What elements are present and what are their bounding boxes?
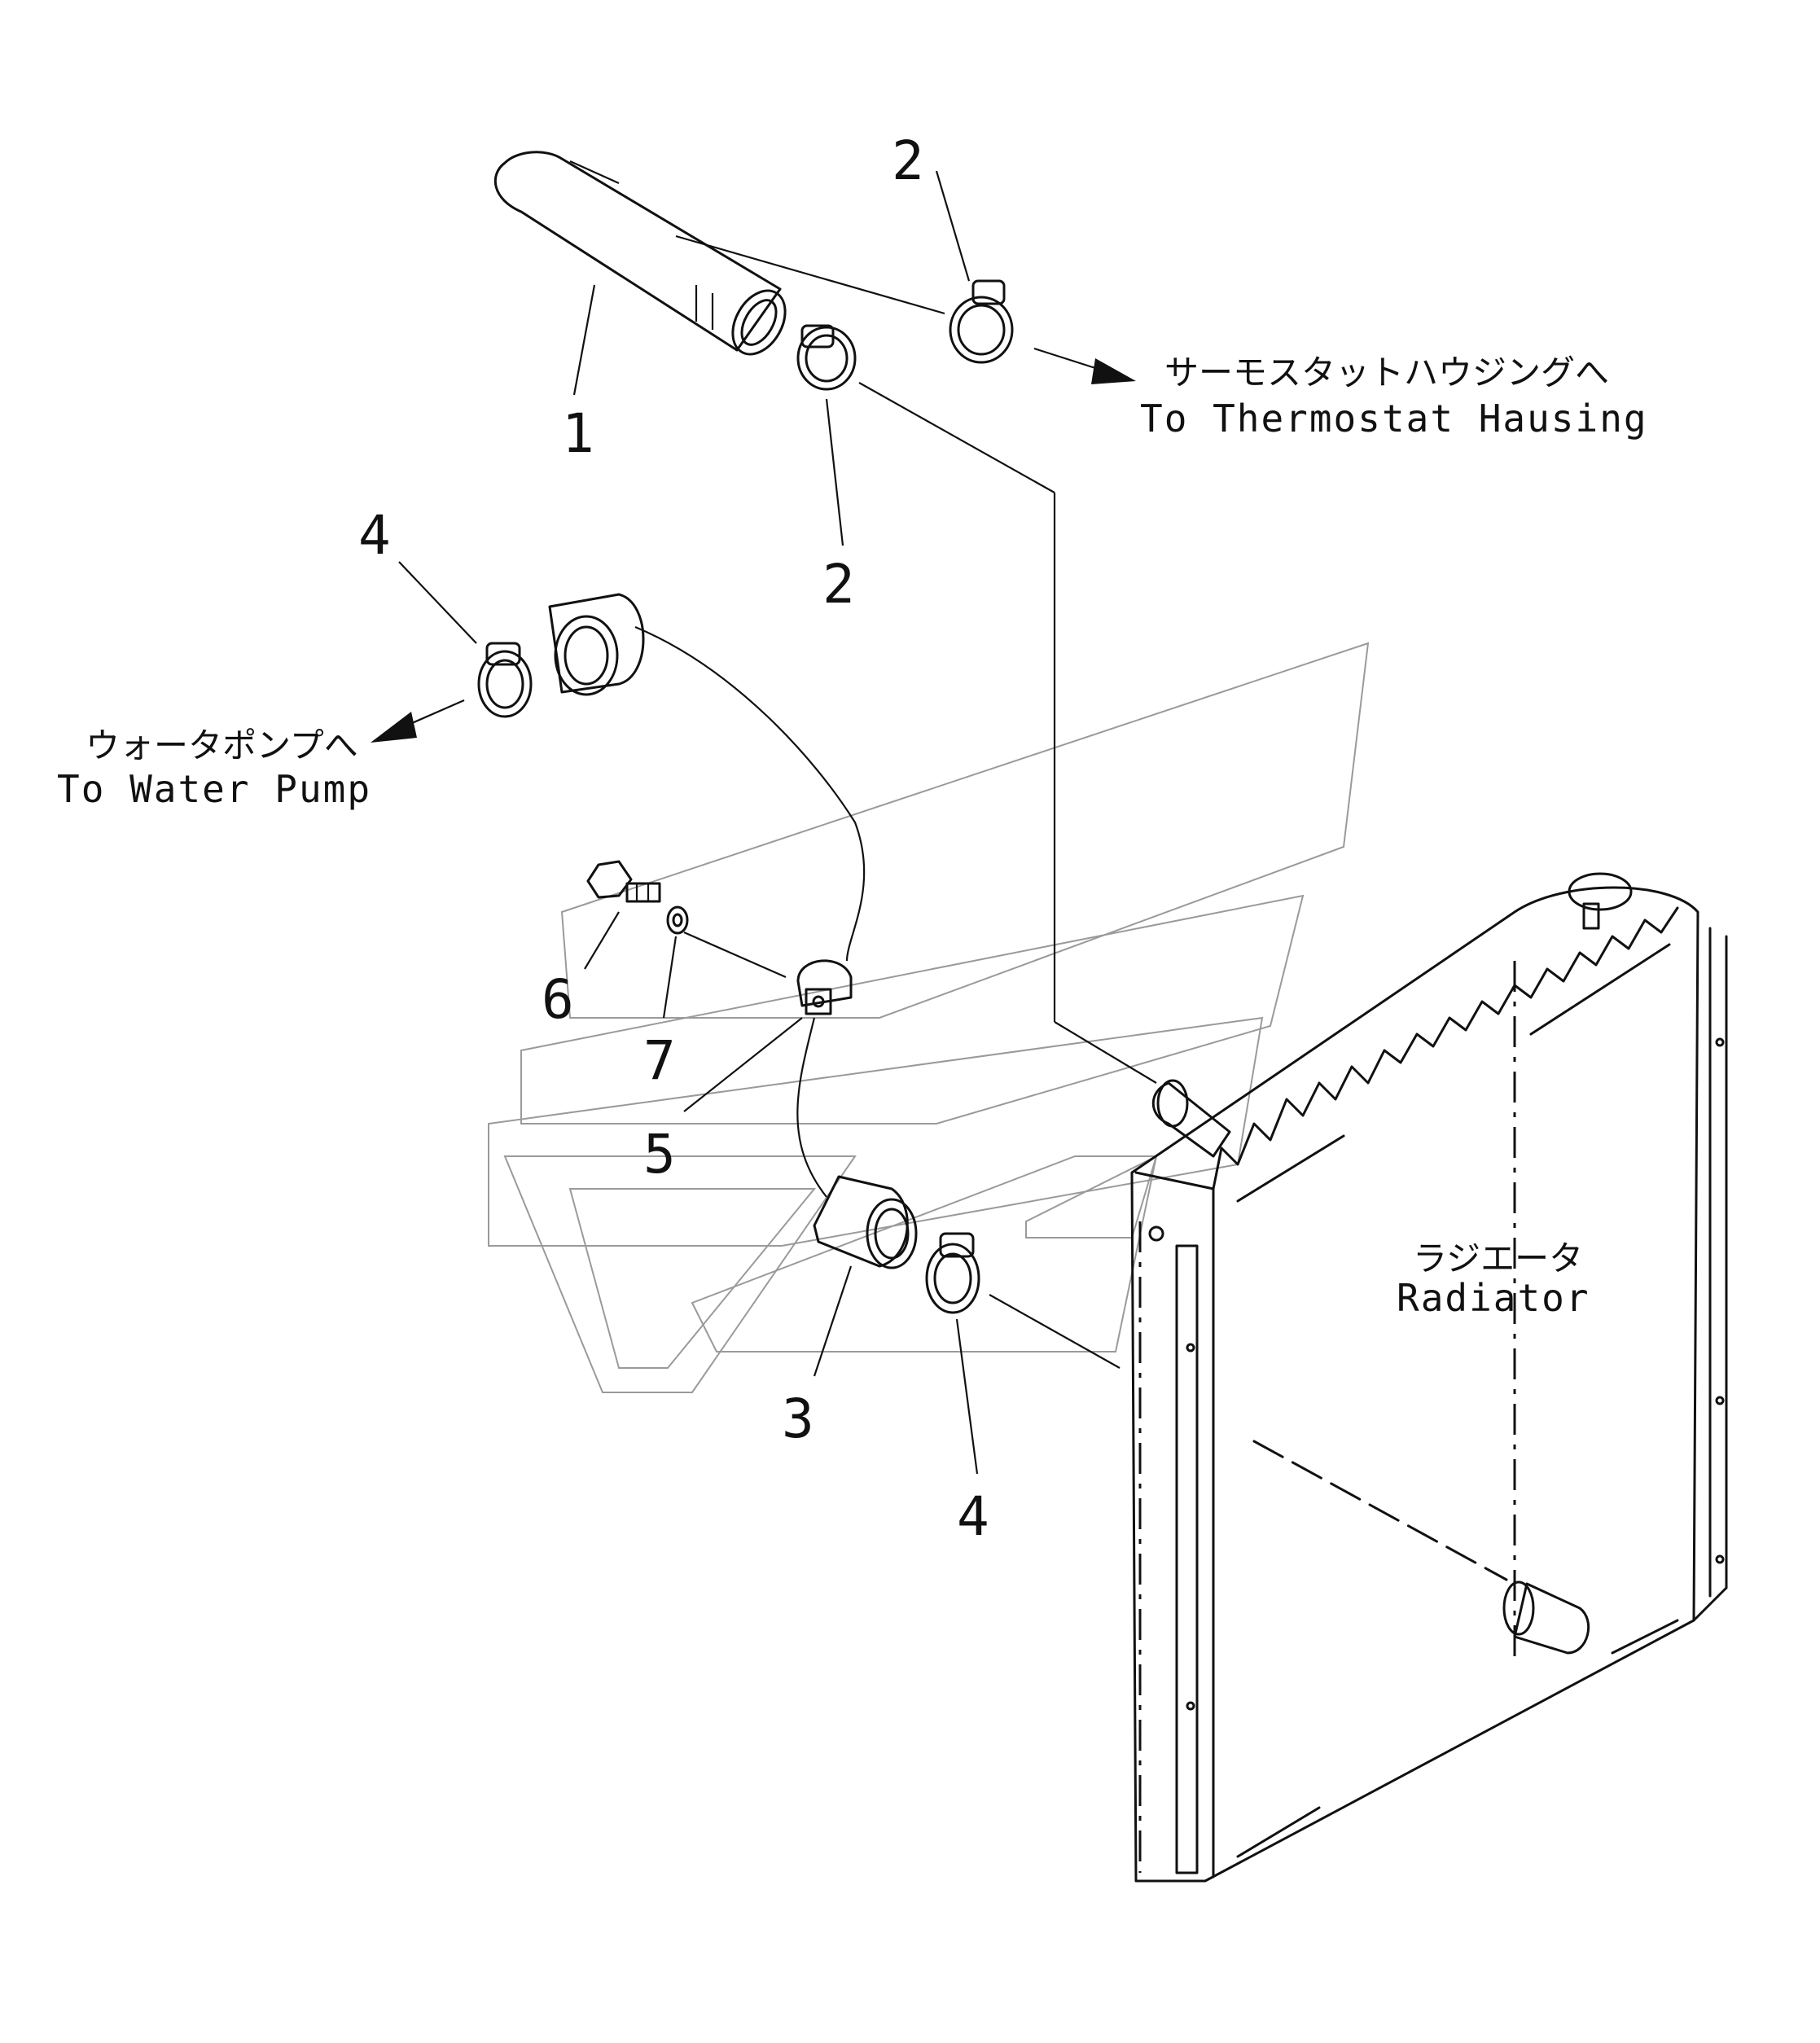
- label-radiator-jp: ラジエータ: [1413, 1239, 1583, 1278]
- label-thermostat-en: To Thermostat Hausing: [1140, 397, 1648, 441]
- callout-4-bottom: 4: [957, 1485, 989, 1548]
- lower-hose-lower-end: [813, 1175, 918, 1269]
- bracket-clamp: [796, 959, 853, 1015]
- hose-clamp-upper-left: [796, 324, 857, 391]
- callout-6: 6: [542, 968, 574, 1031]
- arrow-to-water-pump: [371, 699, 465, 743]
- callout-leaders: [398, 170, 979, 1475]
- washer: [666, 905, 689, 935]
- callout-4-left: 4: [358, 504, 391, 567]
- arrow-to-thermostat: [1033, 347, 1136, 384]
- callout-2-top: 2: [892, 129, 924, 192]
- callout-3: 3: [782, 1388, 814, 1450]
- label-water-pump-jp: ウォータポンプへ: [86, 726, 358, 765]
- upper-hose: [493, 151, 787, 356]
- callout-1: 1: [562, 402, 594, 465]
- hose-clamp-lower: [925, 1232, 980, 1314]
- watermark-logo: [488, 642, 1370, 1393]
- callout-7: 7: [643, 1029, 676, 1092]
- hose-clamp-upper-right: [949, 279, 1014, 364]
- label-thermostat-jp: サーモスタットハウジングへ: [1164, 353, 1609, 392]
- label-radiator-en: Radiator: [1397, 1276, 1590, 1320]
- leader-lines: [634, 235, 1508, 1581]
- bolt: [586, 860, 661, 903]
- callout-2-mid: 2: [822, 553, 855, 616]
- label-water-pump-en: To Water Pump: [57, 767, 371, 811]
- lower-hose-upper-end: [548, 593, 645, 696]
- hose-clamp-left: [477, 642, 533, 718]
- callout-5: 5: [643, 1123, 676, 1186]
- radiator: [1130, 872, 1728, 1883]
